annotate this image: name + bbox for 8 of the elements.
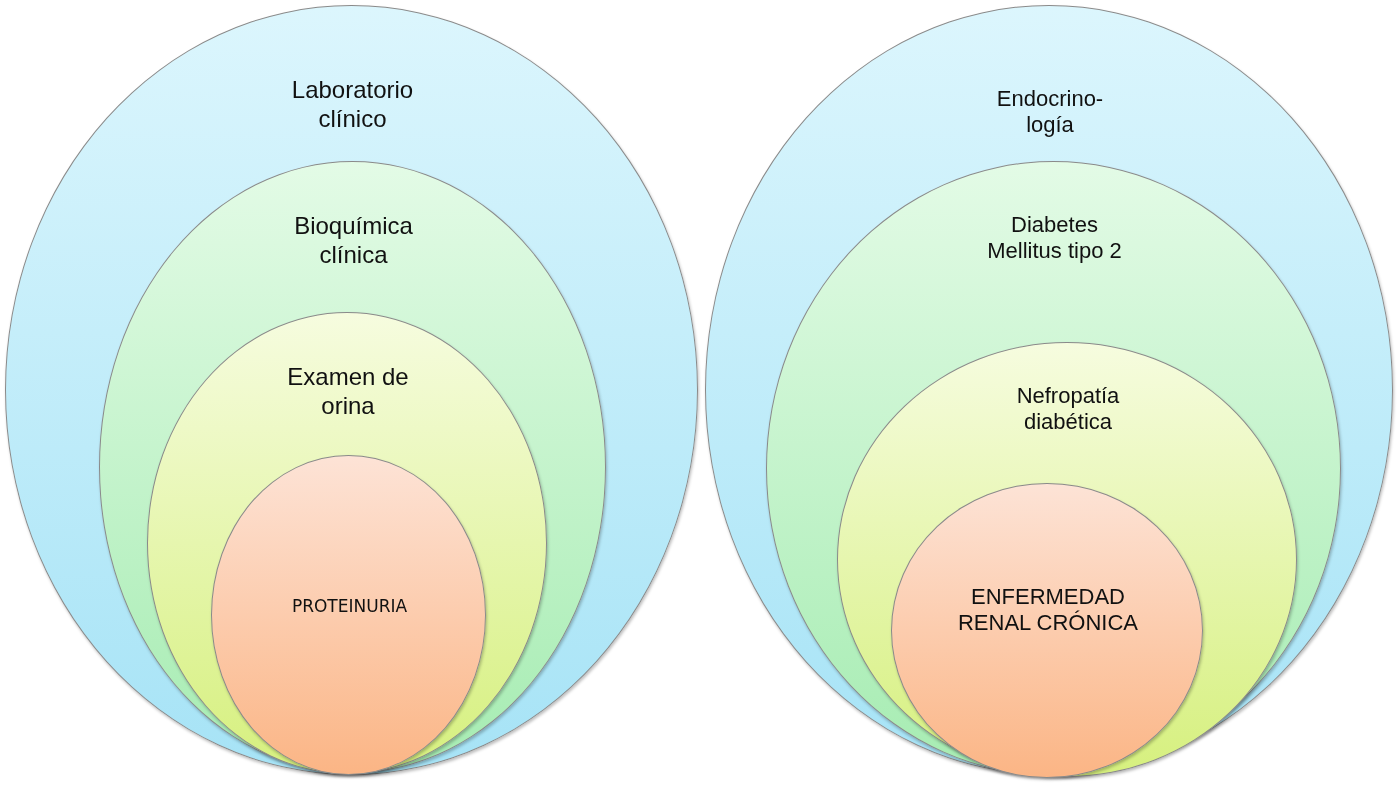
node-label: Endocrino-logía [995,86,1105,139]
node-label: Laboratorio clínico [290,76,415,134]
node-label: Bioquímica clínica [293,212,414,270]
node-label: ENFERMEDAD RENAL CRÓNICA [956,584,1140,637]
node-label: PROTEINURIA [290,596,409,617]
node-label: Diabetes Mellitus tipo 2 [986,212,1123,265]
node-label: Nefropatía diabética [1015,383,1121,436]
node-label: Examen de orina [286,363,410,421]
